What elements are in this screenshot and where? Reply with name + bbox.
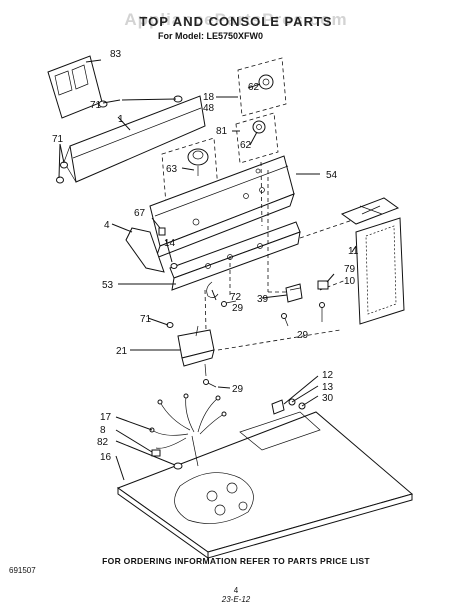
model-line: For Model: LE5750XFW0 — [158, 31, 264, 41]
part-11-lint-filter-top — [340, 197, 400, 225]
dashed-leaders — [204, 161, 371, 351]
document-code: 691507 — [9, 566, 36, 575]
part-79-connector — [317, 280, 329, 290]
callout-16: 16 — [100, 452, 112, 463]
callout-13: 13 — [322, 382, 334, 393]
callout-11: 11 — [348, 246, 359, 257]
screw-14 — [170, 263, 178, 269]
callout-29-upper: 29 — [232, 303, 244, 314]
callout-71-left: 71 — [52, 134, 64, 145]
callout-83: 83 — [110, 49, 122, 60]
part-4-end-cap — [125, 227, 165, 273]
callout-21: 21 — [116, 346, 128, 357]
parts-8-82 — [151, 449, 183, 470]
screw-29-lower — [203, 379, 217, 388]
callout-81: 81 — [216, 126, 228, 137]
callout-63: 63 — [166, 164, 178, 175]
callout-71-upper: 71 — [90, 100, 102, 111]
part-16-top-panel — [116, 411, 414, 559]
callout-71-lower: 71 — [140, 314, 152, 325]
screw-29-mid — [281, 302, 325, 327]
callout-30: 30 — [322, 393, 334, 404]
callout-12: 12 — [322, 370, 334, 381]
callout-29-lower: 29 — [232, 384, 244, 395]
callout-10: 10 — [344, 276, 356, 287]
callout-8: 8 — [100, 425, 106, 436]
knob-62-box-lower — [235, 112, 279, 164]
callout-4: 4 — [104, 220, 110, 231]
callout-14: 14 — [164, 238, 176, 249]
callout-72: 72 — [230, 292, 242, 303]
part-17-wire-harness — [149, 393, 227, 467]
part-39-switch — [285, 283, 303, 303]
page-number: 4 — [233, 586, 239, 595]
callout-62-upper: 62 — [248, 82, 260, 93]
part-53-console-base — [169, 221, 301, 291]
knob-62-box-upper — [237, 57, 287, 117]
callout-39: 39 — [257, 294, 269, 305]
callout-29-mid: 29 — [297, 330, 309, 341]
callout-48: 48 — [203, 103, 215, 114]
watermark: AppliancePartsPros.com — [124, 10, 348, 29]
callout-62-lower: 62 — [240, 140, 252, 151]
callout-79: 79 — [344, 264, 356, 275]
callout-53: 53 — [102, 280, 114, 291]
callout-leaders — [58, 59, 357, 481]
clip-67 — [158, 227, 166, 236]
part-21-timer — [177, 325, 215, 377]
callout-1: 1 — [118, 114, 124, 125]
callout-54: 54 — [326, 170, 338, 181]
callout-17: 17 — [100, 412, 112, 423]
screw-29-upper — [221, 300, 237, 307]
ordering-note: FOR ORDERING INFORMATION REFER TO PARTS … — [102, 556, 370, 566]
part-10-lint-screen — [355, 217, 405, 325]
callout-82: 82 — [97, 437, 109, 448]
diagram-title: TOP AND CONSOLE PARTS — [139, 14, 333, 29]
callout-67: 67 — [134, 208, 146, 219]
clip-72 — [206, 281, 219, 298]
callout-18: 18 — [203, 92, 215, 103]
